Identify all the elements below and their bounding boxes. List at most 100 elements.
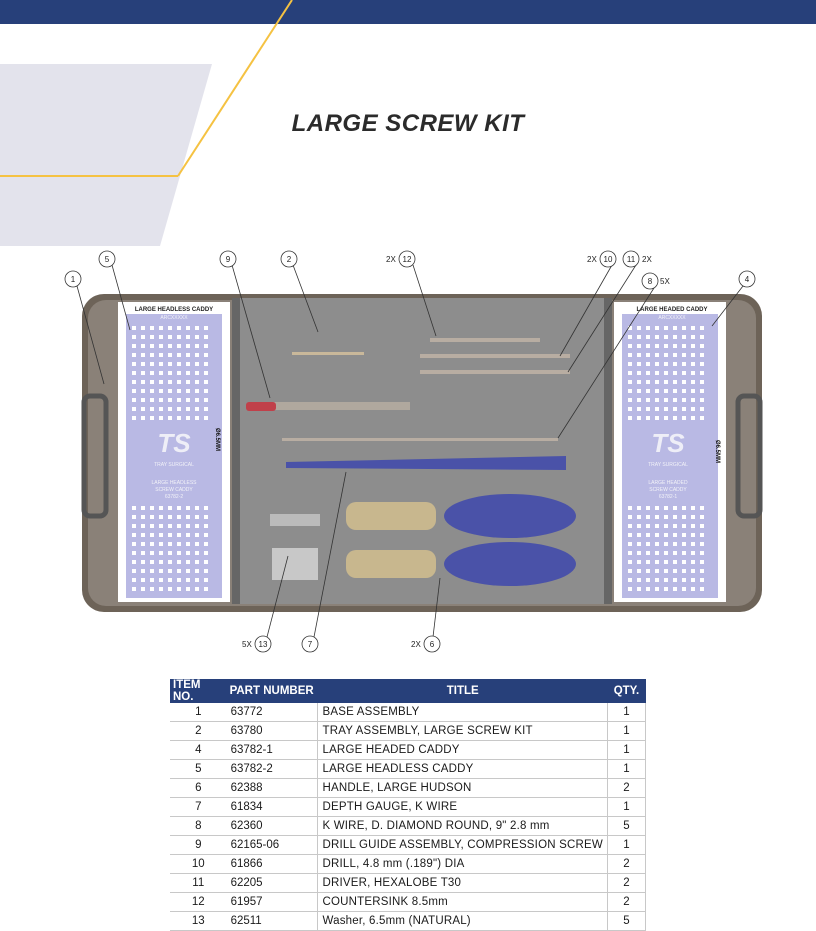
caddy-hole [168,551,172,555]
caddy-hole [186,506,190,510]
drill-guide-body [270,402,410,410]
title-cell: BASE ASSEMBLY [317,703,608,722]
caddy-hole [646,326,650,330]
caddy-hole [700,587,704,591]
caddy-hole [682,362,686,366]
caddy-hole [204,416,208,420]
caddy-hole [637,551,641,555]
caddy-hole [186,542,190,546]
caddy-hole [655,506,659,510]
caddy-hole [195,398,199,402]
caddy-hole [664,551,668,555]
caddy-hole [646,335,650,339]
caddy-hole [682,542,686,546]
caddy-hole [700,533,704,537]
caddy-hole [637,344,641,348]
caddy-hole [682,416,686,420]
caddy-hole [691,578,695,582]
caddy-hole [159,506,163,510]
caddy-hole [159,353,163,357]
caddy-hole [186,326,190,330]
caddy-hole [664,344,668,348]
title-cell: Washer, 6.5mm (NATURAL) [317,911,608,931]
caddy-hole [664,587,668,591]
part-number-cell: 62388 [226,778,319,798]
caddy-hole [195,560,199,564]
drill-instrument [420,354,570,358]
caddy-hole [195,569,199,573]
caddy-hole [168,560,172,564]
caddy-hole [637,371,641,375]
caddy-hole [150,560,154,564]
caddy-hole [700,569,704,573]
caddy-hole [168,587,172,591]
part-number-cell: 62511 [226,911,319,931]
caddy-hole [655,407,659,411]
caddy-hole [186,344,190,348]
right-caddy-part: 63782-1 [659,494,678,500]
caddy-hole [141,515,145,519]
caddy-hole [159,569,163,573]
caddy-hole [664,524,668,528]
caddy-hole [150,398,154,402]
caddy-hole [159,407,163,411]
caddy-hole [132,524,136,528]
caddy-hole [691,371,695,375]
caddy-hole [664,542,668,546]
svg-text:13: 13 [259,640,268,649]
caddy-hole [177,578,181,582]
caddy-hole [646,515,650,519]
caddy-hole [682,524,686,528]
callout-13: 5X 13 [242,635,272,653]
caddy-hole [177,533,181,537]
caddy-hole [177,515,181,519]
caddy-hole [177,569,181,573]
caddy-hole [664,533,668,537]
caddy-hole [646,389,650,393]
caddy-hole [132,407,136,411]
caddy-hole [700,389,704,393]
caddy-hole [168,380,172,384]
caddy-hole [132,569,136,573]
caddy-hole [700,506,704,510]
caddy-hole [628,353,632,357]
svg-text:2: 2 [287,255,292,264]
caddy-hole [177,551,181,555]
caddy-hole [628,380,632,384]
caddy-hole [637,587,641,591]
callout-9: 9 [219,250,237,268]
handle-collar-lower [346,550,436,578]
right-caddy-label: LARGE HEADED CADDY [636,307,707,313]
countersink-instrument [430,338,540,342]
caddy-hole [655,533,659,537]
caddy-hole [646,362,650,366]
handle-collar-upper [346,502,436,530]
caddy-hole [141,353,145,357]
caddy-hole [186,407,190,411]
caddy-hole [646,587,650,591]
caddy-hole [168,515,172,519]
caddy-hole [682,326,686,330]
caddy-hole [132,353,136,357]
caddy-hole [168,326,172,330]
caddy-hole [195,362,199,366]
caddy-hole [204,362,208,366]
caddy-hole [691,551,695,555]
caddy-hole [682,371,686,375]
caddy-hole [691,326,695,330]
caddy-hole [691,524,695,528]
caddy-hole [168,524,172,528]
caddy-hole [132,506,136,510]
caddy-hole [141,407,145,411]
title-cell: HANDLE, LARGE HUDSON [317,778,608,798]
title-cell: LARGE HEADED CADDY [317,740,608,760]
caddy-hole [682,389,686,393]
drill-bit [292,352,364,355]
caddy-hole [637,416,641,420]
caddy-hole [655,515,659,519]
caddy-hole [628,335,632,339]
left-caddy-panel [126,314,222,598]
caddy-hole [646,542,650,546]
caddy-hole [150,515,154,519]
